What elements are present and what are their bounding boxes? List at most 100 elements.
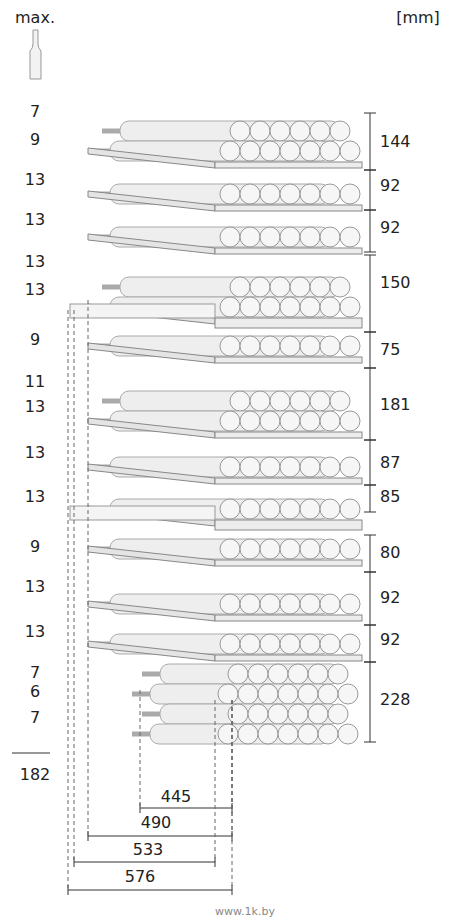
bottle-base [240,227,260,247]
bottle-base [318,684,338,704]
bottle-base [220,227,240,247]
bottle-body [160,704,340,724]
dimension-value: 7 [30,104,40,120]
bottle-base [340,594,360,614]
dimension-line [370,113,371,170]
shelf-side [88,601,215,621]
extension-line [232,700,233,890]
bottle-neck [142,712,160,717]
bottle-base [270,277,290,297]
bottle-base [300,594,320,614]
bottle-base [280,336,300,356]
dimension-tick [364,210,376,211]
bottle-base [220,634,240,654]
dimension-tick [364,255,376,256]
bottle-base [300,411,320,431]
bottle-base [220,499,240,519]
bottle-base [340,227,360,247]
dimension-tick [364,252,376,253]
dimension-line [370,255,371,332]
dimension-line [88,836,232,837]
shelf-side [88,418,215,438]
shelf-side [88,343,215,363]
bottle-base [260,539,280,559]
bottle-base [290,277,310,297]
bottle-base [278,724,298,744]
bottle-base [220,184,240,204]
shelf-front [215,560,362,566]
bottle-base [280,297,300,317]
bottle-base [258,724,278,744]
bottle-base [240,457,260,477]
bottle-base [280,141,300,161]
bottle-base [300,634,320,654]
bottle-base [298,684,318,704]
bottle-base [260,227,280,247]
bottle-base [340,141,360,161]
bottle-base [260,594,280,614]
bottle-base [290,391,310,411]
bottle-base [280,457,300,477]
bottle-base [340,411,360,431]
dimension-line [74,862,215,863]
bottle-base [260,141,280,161]
bottle-base [328,704,348,724]
bottle-neck [132,732,150,737]
bottle-body [120,277,340,297]
dimension-tick [364,572,376,573]
bottle-base [250,121,270,141]
bottle-neck [132,692,150,697]
bottle-base [318,724,338,744]
bottle-base [250,277,270,297]
bottle-base [228,704,248,724]
dimension-value: 13 [25,624,45,640]
bottle-base [320,411,340,431]
bottle-base [338,724,358,744]
dimension-tick [364,440,376,441]
bottle-base [260,634,280,654]
drawer-rail [70,304,215,318]
dimension-tick [364,535,376,536]
dimension-value: 228 [380,692,411,708]
bottle-base [220,411,240,431]
extension-line [215,700,216,862]
bottle-stack [70,121,362,744]
bottle-base [340,297,360,317]
bottle-base [220,539,240,559]
bottle-base [260,411,280,431]
bottle-base [260,297,280,317]
bottle-base [300,141,320,161]
dimension-line [370,535,371,572]
dimension-line [370,485,371,512]
bottle-base [280,634,300,654]
shelf-side [88,641,215,661]
shelf-side [88,546,215,566]
dimension-value: 7 [30,710,40,726]
bottle-base [330,121,350,141]
bottle-base [320,539,340,559]
bottle-base [230,277,250,297]
bottle-base [288,704,308,724]
bottle-base [238,684,258,704]
dimension-line [370,332,371,368]
bottle-base [310,391,330,411]
dimension-line [370,662,371,742]
bottle-base [240,594,260,614]
dimension-tick [364,170,376,171]
bottle-base [290,121,310,141]
shelf-side [88,234,215,254]
dimension-tick [364,662,376,663]
bottle-base [280,227,300,247]
bottle-base [220,594,240,614]
bottle-base [280,411,300,431]
dimension-tick [364,332,376,333]
dimension-lines [68,113,376,895]
shelf-front [215,655,362,661]
bottle-base [320,184,340,204]
bottle-base [260,336,280,356]
dimension-tick [364,625,376,626]
bottle-neck [102,285,120,290]
bottle-base [230,391,250,411]
bottle-base [220,141,240,161]
dimension-value: 144 [380,134,411,150]
